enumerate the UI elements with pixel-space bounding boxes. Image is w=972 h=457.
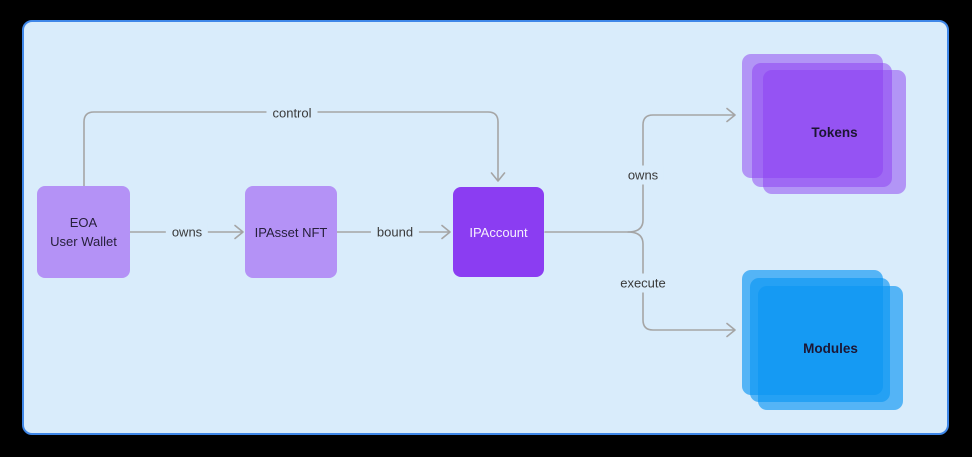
node-ipasset-nft: IPAsset NFT (245, 186, 337, 278)
node-ipaccount-label: IPAccount (469, 224, 528, 240)
edge-label-owns-left: owns (165, 222, 209, 242)
edge-label-bound: bound (370, 222, 420, 242)
tokens-layer-front: Tokens (763, 70, 906, 194)
tokens-label: Tokens (811, 124, 858, 140)
node-eoa-user-wallet: EOA User Wallet (37, 186, 130, 278)
modules-layer-front: Modules (758, 286, 903, 410)
node-eoa-line1: EOA (69, 215, 98, 230)
edge-label-control: control (266, 103, 318, 123)
modules-label: Modules (803, 340, 858, 356)
node-ipasset-label: IPAsset NFT (254, 224, 328, 240)
edge-label-owns-right: owns (621, 165, 665, 185)
edge-label-execute: execute (614, 273, 672, 293)
node-ipaccount: IPAccount (453, 187, 544, 277)
node-eoa-line2: User Wallet (50, 234, 117, 249)
